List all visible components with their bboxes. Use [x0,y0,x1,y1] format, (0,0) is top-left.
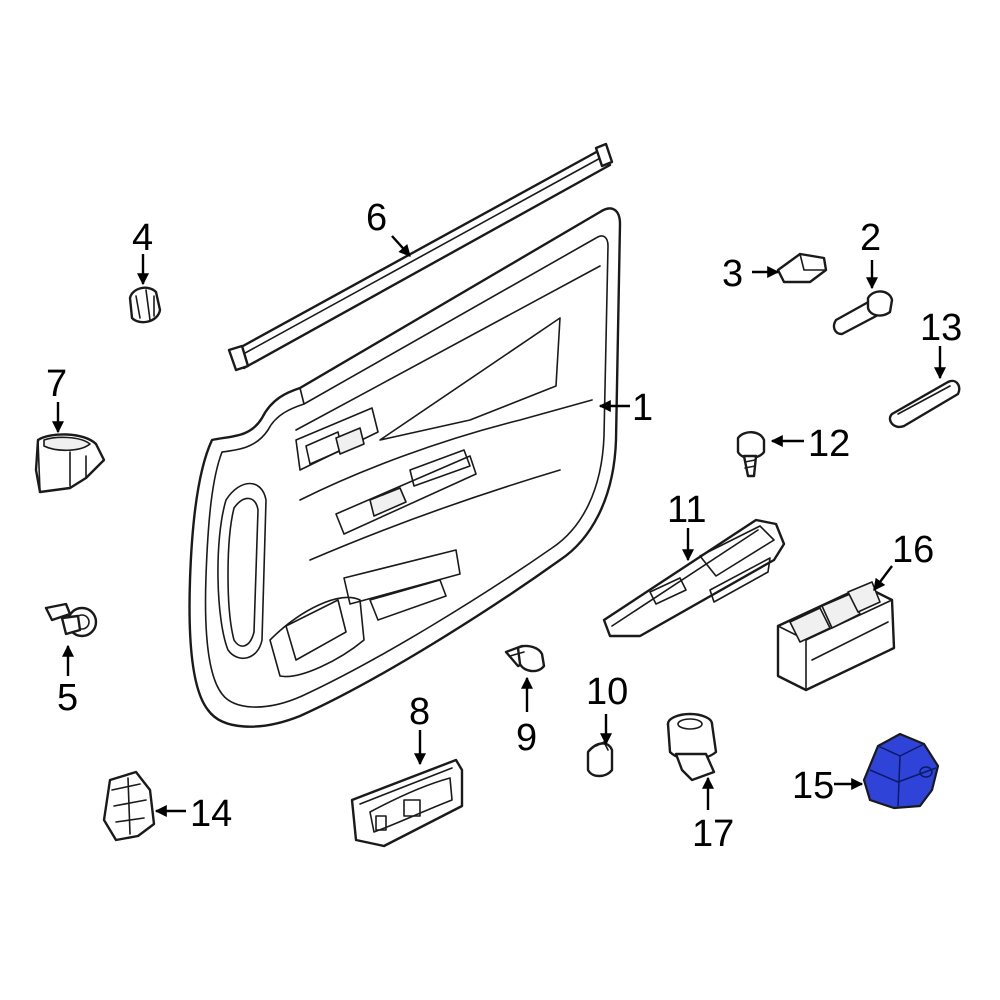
callout-17: 17 [692,813,734,855]
leader-16 [873,565,893,591]
callout-8: 8 [409,691,430,733]
part-14-retainer[interactable] [102,770,156,842]
part-3-bracket[interactable] [776,252,828,284]
part-7-bracket[interactable] [34,433,106,494]
leader-6 [391,235,411,257]
callout-2: 2 [860,217,881,259]
part-15-highlighted-switch[interactable] [862,732,940,810]
leader-lines [52,235,946,817]
callout-16: 16 [892,529,934,571]
callout-7: 7 [46,363,67,405]
part-16-window-switch[interactable] [776,581,896,692]
part-9-bolt[interactable] [504,644,546,673]
part-17-knob[interactable] [666,712,718,782]
callout-3: 3 [722,253,743,295]
part-2-bolt[interactable] [832,290,894,336]
callout-11: 11 [667,489,706,531]
part-8-handle-bezel[interactable] [350,758,464,848]
part-5-push-pin[interactable] [44,602,98,638]
callout-13: 13 [920,307,962,349]
callout-4: 4 [132,217,153,259]
callout-12: 12 [808,423,850,465]
callout-5: 5 [57,677,78,719]
part-12-screw[interactable] [736,431,766,478]
part-4-clip[interactable] [128,286,162,324]
callout-10: 10 [586,671,628,713]
callout-1: 1 [632,387,653,429]
part-1-door-trim-panel[interactable] [188,207,622,728]
part-10-clip[interactable] [586,741,614,778]
callout-6: 6 [366,197,387,239]
callout-9: 9 [516,717,537,759]
callout-labels: 1 2 3 4 5 6 7 8 9 10 11 12 13 14 15 16 1… [46,197,962,855]
callout-14: 14 [190,793,232,835]
callout-15: 15 [792,765,834,807]
part-11-switch-bezel[interactable] [602,518,786,638]
part-6-belt-weatherstrip[interactable] [227,142,614,372]
part-13-pad[interactable] [888,379,961,429]
